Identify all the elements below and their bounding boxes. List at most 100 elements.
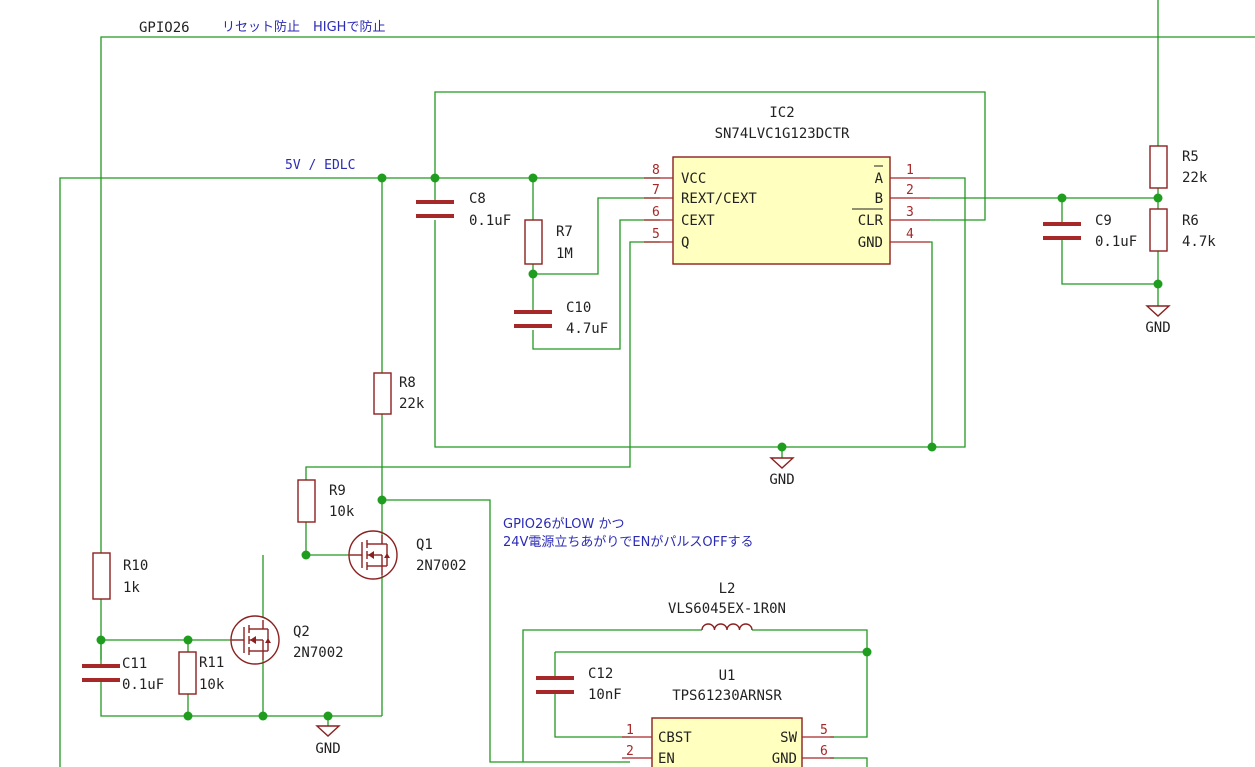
r7-resistor: R7 1M xyxy=(524,219,573,265)
ic2-pin-name: A xyxy=(875,171,884,187)
junction-dot xyxy=(777,442,787,452)
junction-dot xyxy=(927,442,937,452)
gnd-symbol: GND xyxy=(1145,305,1171,336)
junction-dot xyxy=(1153,279,1163,289)
ic2-pin-name: CEXT xyxy=(681,213,715,229)
net-labels: GPIO26 リセット防止 HIGHで防止 5V / EDLC GPIO26がL… xyxy=(139,19,754,550)
junction-dot xyxy=(323,711,333,721)
r7-value: 1M xyxy=(556,246,573,262)
wires xyxy=(59,0,1255,767)
u1-pin-name: EN xyxy=(658,751,675,767)
r9-resistor: R9 10k xyxy=(297,479,355,523)
u1-body xyxy=(651,717,803,767)
junction-dot xyxy=(862,647,872,657)
u1-symbol: U1 TPS61230ARNSR 1 2 5 6 CBST EN SW GND xyxy=(622,668,834,767)
junction-dot xyxy=(301,550,311,560)
ic2-pin-num: 5 xyxy=(652,227,660,242)
gnd-symbol: GND xyxy=(769,457,795,488)
c11-ref: C11 xyxy=(122,656,147,672)
c9-value: 0.1uF xyxy=(1095,234,1137,250)
r9-ref: R9 xyxy=(329,483,346,499)
ic2-pin-name: VCC xyxy=(681,171,706,187)
ic2-pin-num: 3 xyxy=(906,205,914,220)
u1-ref: U1 xyxy=(719,668,736,684)
l2-inductor: L2 VLS6045EX-1R0N xyxy=(668,581,786,631)
r10-ref: R10 xyxy=(123,558,148,574)
c8-value: 0.1uF xyxy=(469,213,511,229)
pulse-note-line-1: GPIO26がLOW かつ xyxy=(503,517,625,532)
q2-mosfet xyxy=(230,615,280,665)
ic2-value: SN74LVC1G123DCTR xyxy=(715,126,850,142)
u1-pin-num: 6 xyxy=(820,744,828,759)
c8-capacitor: C8 0.1uF xyxy=(416,178,511,229)
r11-resistor: R11 10k xyxy=(178,651,225,695)
r5-value: 22k xyxy=(1182,170,1208,186)
c12-ref: C12 xyxy=(588,666,613,682)
gnd-label: GND xyxy=(315,741,340,757)
r11-ref: R11 xyxy=(199,655,224,671)
junction-dot xyxy=(258,711,268,721)
r11-value: 10k xyxy=(199,677,225,693)
c10-ref: C10 xyxy=(566,300,591,316)
net-label-5v-edlc: 5V / EDLC xyxy=(285,158,355,173)
ic2-pin-num: 7 xyxy=(652,183,660,198)
junction-dot xyxy=(528,173,538,183)
junction-dot xyxy=(183,635,193,645)
r6-ref: R6 xyxy=(1182,213,1199,229)
c9-capacitor: C9 0.1uF xyxy=(1043,213,1137,250)
ic2-pin-num: 8 xyxy=(652,163,660,178)
c10-value: 4.7uF xyxy=(566,321,608,337)
ic2-ref: IC2 xyxy=(769,105,794,121)
r8-resistor: R8 22k xyxy=(373,372,425,415)
l2-ref: L2 xyxy=(719,581,736,597)
u1-pin-num: 2 xyxy=(626,744,634,759)
u1-pin-name: GND xyxy=(772,751,797,767)
u1-pin-num: 5 xyxy=(820,723,828,738)
gnd-symbol: GND xyxy=(315,725,341,757)
r7-ref: R7 xyxy=(556,224,573,240)
ic2-pin-name: GND xyxy=(858,235,883,251)
ic2-symbol: IC2 SN74LVC1G123DCTR 8 7 6 5 VCC REXT/CE… xyxy=(644,105,930,265)
u1-pin-name: CBST xyxy=(658,730,692,746)
r5-resistor: R5 22k xyxy=(1149,145,1208,189)
ic2-pin-num: 2 xyxy=(906,183,914,198)
c9-ref: C9 xyxy=(1095,213,1112,229)
ic2-body xyxy=(672,156,891,265)
r8-ref: R8 xyxy=(399,375,416,391)
r5-ref: R5 xyxy=(1182,149,1199,165)
ic2-pin-name: Q xyxy=(681,235,689,251)
pulse-note-line-2: 24V電源立ちあがりでENがパルスOFFする xyxy=(503,535,754,550)
gnd-label: GND xyxy=(769,472,794,488)
u1-pin-name: SW xyxy=(780,730,797,746)
ic2-pin-num: 1 xyxy=(906,163,914,178)
l2-value: VLS6045EX-1R0N xyxy=(668,601,786,617)
c11-capacitor: C11 0.1uF xyxy=(82,640,164,693)
r10-resistor: R10 1k xyxy=(92,552,148,600)
u1-value: TPS61230ARNSR xyxy=(672,688,782,704)
q2-value: 2N7002 xyxy=(293,645,344,661)
c11-value: 0.1uF xyxy=(122,677,164,693)
c12-value: 10nF xyxy=(588,687,622,703)
q1-value: 2N7002 xyxy=(416,558,467,574)
r10-value: 1k xyxy=(123,580,140,596)
ic2-pin-num: 4 xyxy=(906,227,914,242)
r8-value: 22k xyxy=(399,396,425,412)
junctions xyxy=(96,173,1163,721)
ic2-pin-name: CLR xyxy=(858,213,884,229)
q1-mosfet xyxy=(348,530,398,580)
ic2-pin-name: B xyxy=(875,191,883,207)
c10-capacitor: C10 4.7uF xyxy=(514,300,608,337)
u1-pin-num: 1 xyxy=(626,723,634,738)
junction-dot xyxy=(183,711,193,721)
ic2-pin-name: REXT/CEXT xyxy=(681,191,757,207)
ic2-pin-num: 6 xyxy=(652,205,660,220)
junction-dot xyxy=(528,269,538,279)
r6-resistor: R6 4.7k xyxy=(1149,208,1216,252)
junction-dot xyxy=(377,173,387,183)
gpio26-note: リセット防止 HIGHで防止 xyxy=(222,19,385,35)
c8-ref: C8 xyxy=(469,191,486,207)
gnd-label: GND xyxy=(1145,320,1170,336)
junction-dot xyxy=(377,495,387,505)
